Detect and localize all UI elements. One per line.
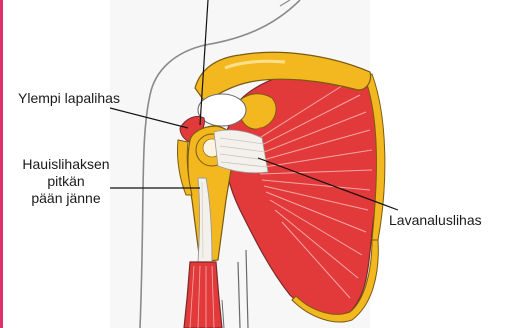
label-biceps-line3: pään jänne [10, 190, 122, 207]
biceps-muscle [184, 262, 222, 328]
label-biceps-tendon: Hauislihaksen pitkän pään jänne [10, 156, 122, 207]
label-subscapularis: Lavanaluslihas [389, 212, 482, 229]
humeral-head-space [198, 94, 246, 126]
label-biceps-line2: pitkän [10, 173, 122, 190]
label-biceps-line1: Hauislihaksen [10, 156, 122, 173]
label-supraspinatus: Ylempi lapalihas [18, 90, 120, 107]
